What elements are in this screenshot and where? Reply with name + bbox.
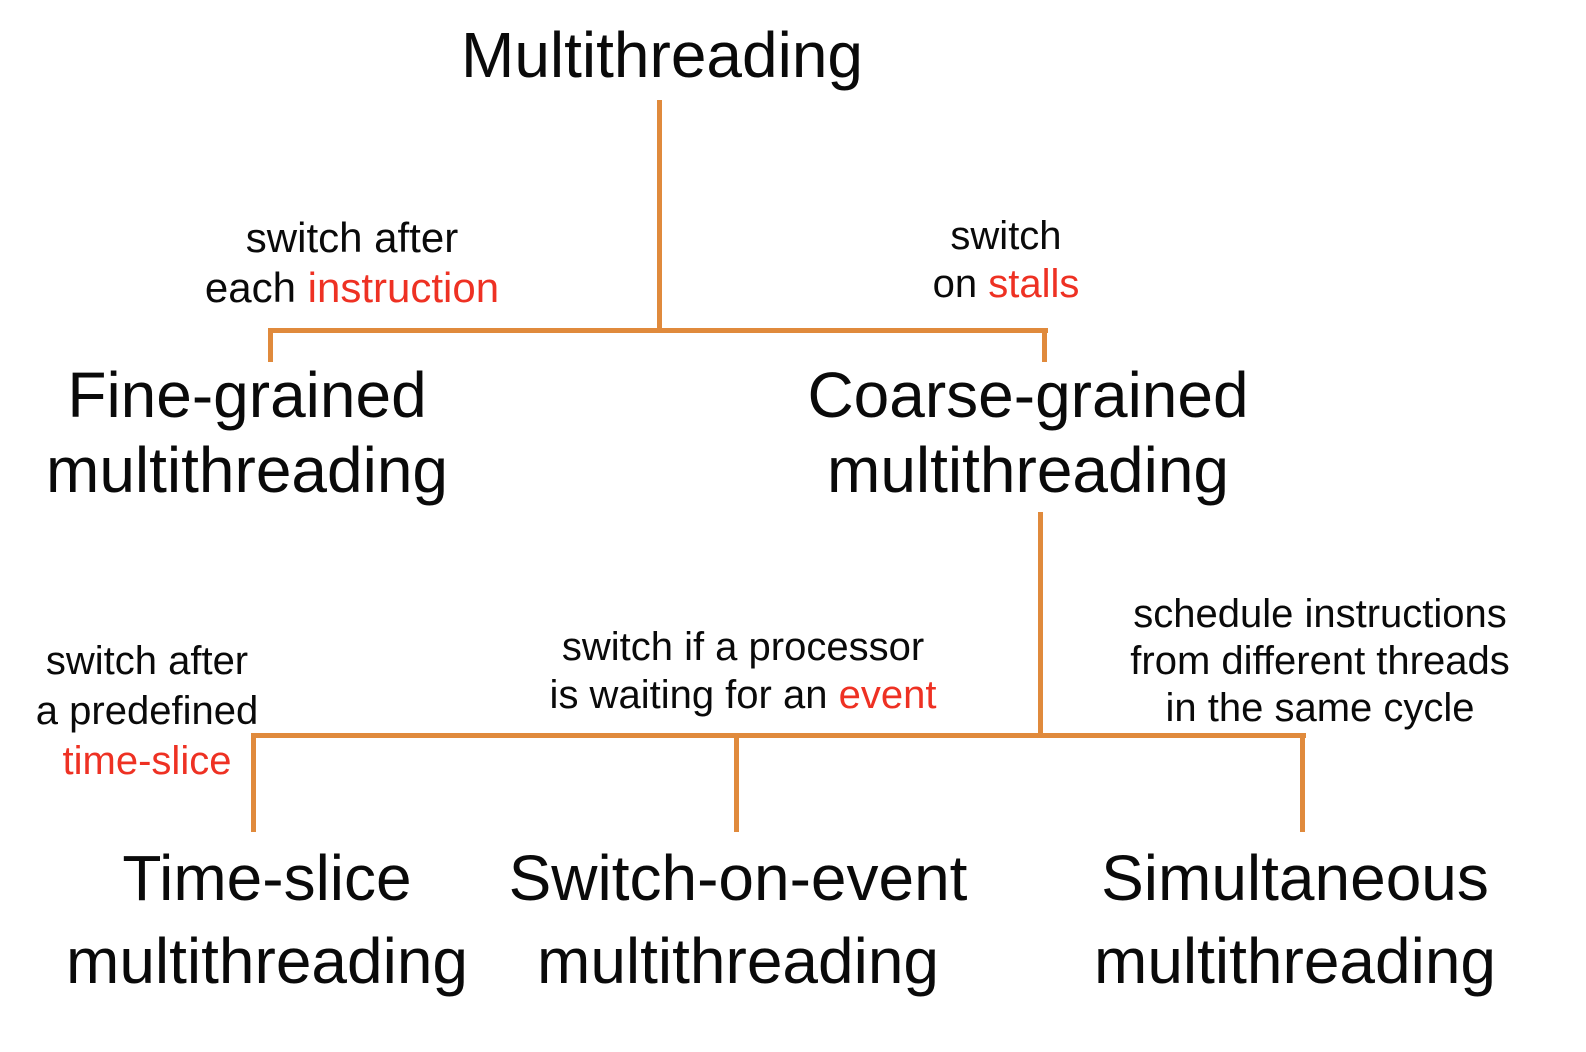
simultaneous-branch-connector [1300, 733, 1305, 832]
node-simultaneous-multithreading: Simultaneous multithreading [1094, 837, 1496, 1003]
node-fine-line2: multithreading [46, 434, 448, 506]
node-switch-on-event-line2: multithreading [537, 925, 939, 997]
edge-label-coarse-line2-prefix: on [932, 262, 989, 306]
node-switch-on-event-multithreading: Switch-on-event multithreading [509, 837, 968, 1003]
edge-label-switch-on-event: switch if a processor is waiting for an … [550, 623, 937, 719]
edge-label-fine-line2-emphasis: instruction [307, 264, 500, 311]
node-fine-grained-multithreading: Fine-grained multithreading [46, 358, 448, 508]
edge-label-coarse-grained: switch on stalls [933, 212, 1080, 308]
node-time-slice-multithreading: Time-slice multithreading [66, 837, 468, 1003]
node-simultaneous-line2: multithreading [1094, 925, 1496, 997]
edge-label-event-line1: switch if a processor [561, 625, 925, 669]
edge-label-fine-line2-prefix: each [204, 264, 308, 311]
node-time-slice-line1: Time-slice [122, 842, 412, 914]
node-time-slice-line2: multithreading [66, 925, 468, 997]
level2-horizontal-connector [251, 733, 1306, 738]
root-trunk-connector [657, 100, 662, 332]
edge-label-fine-grained: switch after each instruction [205, 213, 499, 313]
edge-label-coarse-line2-emphasis: stalls [988, 262, 1080, 306]
fine-grained-branch-connector [268, 328, 273, 362]
edge-label-fine-line1: switch after [245, 214, 459, 261]
node-coarse-line2: multithreading [827, 434, 1229, 506]
coarse-grained-branch-connector [1042, 328, 1047, 362]
edge-label-coarse-line2: on stalls [933, 260, 1080, 308]
edge-label-simultaneous-line3: in the same cycle [1165, 686, 1475, 730]
level1-horizontal-connector [268, 328, 1048, 333]
edge-label-simultaneous: schedule instructions from different thr… [1130, 591, 1509, 732]
root-node-label: Multithreading [461, 19, 863, 91]
time-slice-branch-connector [251, 733, 256, 832]
coarse-grained-trunk-connector [1038, 512, 1043, 738]
edge-label-simultaneous-line1: schedule instructions [1133, 592, 1507, 636]
edge-label-time-slice: switch after a predefined time-slice [36, 636, 258, 786]
edge-label-time-slice-line3-emphasis: time-slice [62, 739, 232, 783]
edge-label-event-line2-emphasis: event [838, 673, 937, 717]
node-simultaneous-line1: Simultaneous [1101, 842, 1489, 914]
edge-label-event-line2: is waiting for an event [550, 671, 937, 719]
node-coarse-line1: Coarse-grained [807, 359, 1249, 431]
node-switch-on-event-line1: Switch-on-event [508, 842, 968, 914]
edge-label-time-slice-line1: switch after [45, 639, 249, 683]
node-fine-line1: Fine-grained [67, 359, 427, 431]
edge-label-fine-line2: each instruction [205, 263, 499, 313]
switch-on-event-branch-connector [734, 733, 739, 832]
edge-label-time-slice-line2: a predefined [35, 689, 259, 733]
edge-label-event-line2-prefix: is waiting for an [549, 673, 839, 717]
edge-label-simultaneous-line2: from different threads [1130, 639, 1510, 683]
edge-label-coarse-line1: switch [950, 214, 1062, 258]
node-coarse-grained-multithreading: Coarse-grained multithreading [807, 358, 1248, 508]
root-node-multithreading: Multithreading [461, 19, 863, 91]
